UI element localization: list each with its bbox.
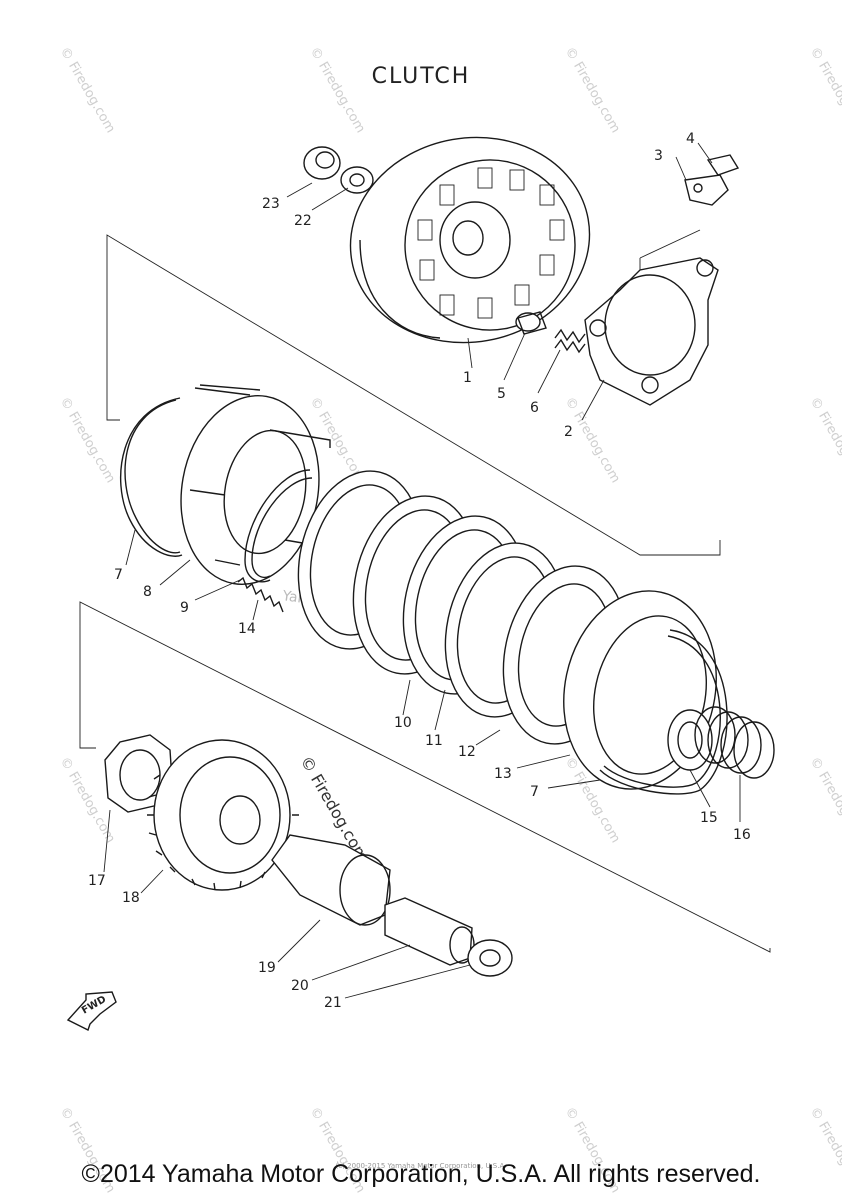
part-22-washer bbox=[340, 166, 374, 194]
part-23-nut bbox=[303, 146, 341, 180]
part-6-spring bbox=[554, 328, 586, 354]
part-20-shaft bbox=[384, 897, 475, 966]
part-4-pin bbox=[706, 154, 740, 176]
watermark: © Firedog.com bbox=[807, 45, 842, 136]
part-21-washer bbox=[467, 939, 513, 977]
callout-18: 18 bbox=[122, 890, 140, 906]
part-2-drive-plate bbox=[584, 257, 719, 406]
copyright-notice: ©2014 Yamaha Motor Corporation, U.S.A. A… bbox=[81, 1160, 761, 1188]
part-8-clutch-boss bbox=[180, 384, 331, 585]
part-5-bushing bbox=[515, 311, 547, 335]
part-18-gear bbox=[147, 739, 299, 891]
callout-15: 15 bbox=[700, 810, 718, 826]
part-7-circlip-lower bbox=[599, 629, 728, 795]
callout-labels: 23 22 1 5 6 2 3 4 7 8 9 14 10 11 12 13 7… bbox=[88, 131, 751, 1011]
callout-14: 14 bbox=[238, 621, 256, 637]
part-14-spring bbox=[237, 576, 284, 613]
callout-21: 21 bbox=[324, 995, 342, 1011]
watermark: © Firedog.com bbox=[307, 45, 368, 136]
callout-4: 4 bbox=[686, 131, 695, 147]
part-19-shaft-gear bbox=[271, 834, 391, 926]
callout-6: 6 bbox=[530, 400, 539, 416]
assembly-outline bbox=[79, 229, 771, 953]
callout-11: 11 bbox=[425, 733, 443, 749]
callout-16: 16 bbox=[733, 827, 751, 843]
part-1-clutch-housing bbox=[349, 136, 591, 344]
callout-8: 8 bbox=[143, 584, 152, 600]
part-3-clip bbox=[684, 174, 729, 206]
watermark: © Firedog.com bbox=[562, 395, 623, 486]
callout-2: 2 bbox=[564, 424, 573, 440]
callout-22: 22 bbox=[294, 213, 312, 229]
fine-print: (c) 2000-2015 Yamaha Motor Corporation, … bbox=[335, 1162, 507, 1170]
watermark: © Firedog.com bbox=[562, 45, 623, 136]
callout-20: 20 bbox=[291, 978, 309, 994]
part-15-washer bbox=[667, 709, 713, 771]
part-9-ring bbox=[244, 469, 313, 583]
callout-19: 19 bbox=[258, 960, 276, 976]
callout-9: 9 bbox=[180, 600, 189, 616]
callout-7-lower: 7 bbox=[530, 784, 539, 800]
watermark: © Firedog.com bbox=[57, 45, 118, 136]
callout-3: 3 bbox=[654, 148, 663, 164]
leader-lines bbox=[103, 142, 741, 999]
callout-12: 12 bbox=[458, 744, 476, 760]
fwd-arrow-icon: FWD bbox=[66, 991, 117, 1031]
watermark: © Firedog.com bbox=[807, 395, 842, 486]
part-16-spring bbox=[694, 706, 775, 779]
callout-10: 10 bbox=[394, 715, 412, 731]
callout-13: 13 bbox=[494, 766, 512, 782]
callout-23: 23 bbox=[262, 196, 280, 212]
callout-17: 17 bbox=[88, 873, 106, 889]
callout-5: 5 bbox=[497, 386, 506, 402]
diagram-title: CLUTCH bbox=[371, 64, 471, 89]
watermark: © Firedog.com bbox=[807, 755, 842, 846]
callout-7: 7 bbox=[114, 567, 123, 583]
callout-1: 1 bbox=[463, 370, 472, 386]
part-7-circlip-upper bbox=[119, 397, 183, 557]
watermark: © Firedog.com bbox=[57, 395, 118, 486]
